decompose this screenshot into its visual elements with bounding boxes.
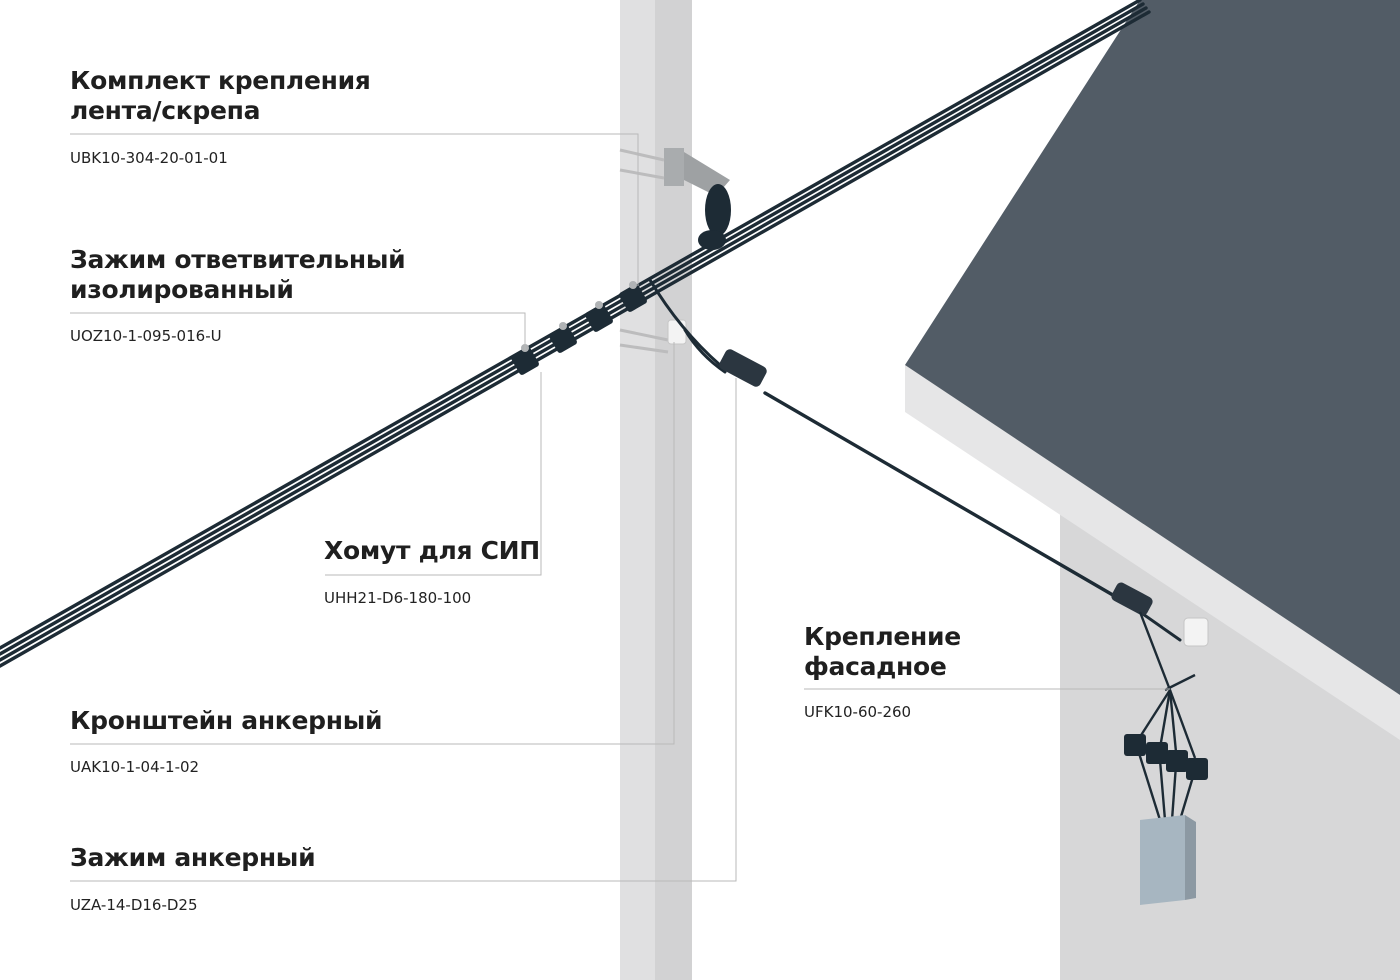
anchor-bracket-plate	[667, 319, 687, 345]
bracket-kit-title: Комплект крепления лента/скрепа	[70, 66, 371, 125]
label-anchor-clamp: Зажим анкерный	[70, 843, 316, 873]
label-tap-clamp: Зажим ответвительный изолированный	[70, 245, 406, 305]
label-bracket-kit: Комплект крепления лента/скрепа	[70, 66, 371, 126]
suspension-bracket	[664, 148, 731, 250]
anchor-clamps	[719, 349, 1153, 616]
label-anchor-bracket: Кронштейн анкерный	[70, 706, 383, 736]
sip-collar-title: Хомут для СИП	[324, 536, 540, 565]
tap-clamp-title: Зажим ответвительный изолированный	[70, 245, 406, 304]
bracket-kit-code: UBK10-304-20-01-01	[70, 149, 228, 167]
tap-clamps	[511, 281, 647, 375]
anchor-bracket-title: Кронштейн анкерный	[70, 706, 383, 735]
label-facade-mount: Крепление фасадное	[804, 622, 961, 682]
roof-edge	[905, 365, 1400, 740]
facade-mount-title: Крепление фасадное	[804, 622, 961, 681]
anchor-clamp-code: UZA-14-D16-D25	[70, 896, 198, 914]
facade-mount-plate	[1183, 617, 1209, 647]
anchor-clamp-title: Зажим анкерный	[70, 843, 316, 872]
junction-box	[1140, 815, 1196, 905]
facade-fanout	[1136, 611, 1197, 821]
anchor-bracket-code: UAK10-1-04-1-02	[70, 758, 200, 776]
facade-tap-clamps	[1124, 734, 1208, 780]
sip-collar-code: UHH21-D6-180-100	[324, 589, 472, 607]
facade-mount-code: UFK10-60-260	[804, 703, 912, 721]
roof-top	[905, 0, 1400, 695]
label-sip-collar: Хомут для СИП	[324, 536, 540, 566]
band-straps	[619, 148, 669, 354]
tap-clamp-code: UOZ10-1-095-016-U	[70, 327, 222, 345]
leader-lines	[70, 133, 1170, 882]
drop-cable	[648, 278, 1182, 642]
